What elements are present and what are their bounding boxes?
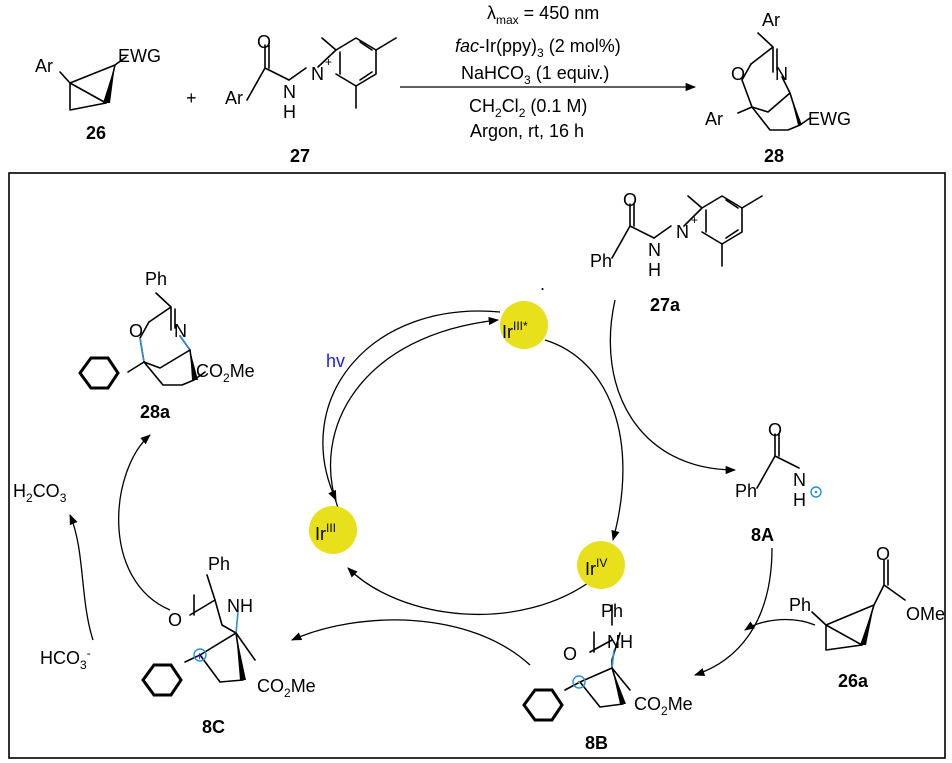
compound-28: Ar O N Ar EWG 28	[705, 10, 851, 166]
compound-26a: Ph O OMe 26a	[789, 544, 945, 691]
ewg-label-28: EWG	[808, 109, 851, 129]
reaction-conditions: λmax = 450 nm fac-Ir(ppy)3 (2 mol%) NaHC…	[400, 3, 697, 141]
radical-dot-8A	[814, 490, 818, 494]
co2me-label-8B: CO2Me	[634, 694, 693, 718]
ir3-circle	[309, 506, 357, 554]
ph-label-8B: Ph	[601, 601, 623, 621]
h2co3-label: H2CO3	[13, 481, 67, 505]
o-label-26a: O	[876, 544, 890, 564]
n-label-8A: N	[793, 470, 806, 490]
compound-26a-label: 26a	[838, 671, 869, 691]
n-label-27a: N	[648, 240, 661, 260]
ir3-star-label: IrIII*	[502, 319, 528, 342]
compound-8B: Ph O NH CO2Me 8B	[522, 601, 693, 753]
compound-8B-label: 8B	[585, 733, 608, 753]
condition-atmosphere: Argon, rt, 16 h	[470, 121, 584, 141]
cation-charge-8C: +	[196, 649, 203, 663]
o-label-8A: O	[768, 420, 782, 440]
cycle-arc-outer	[322, 310, 501, 501]
compound-27a-label: 27a	[650, 295, 681, 315]
arrow-8A-to-8B	[694, 547, 773, 676]
ph-label-26a: Ph	[789, 595, 811, 615]
ir4-node: IrIV	[577, 541, 625, 589]
ph-label-8C: Ph	[208, 554, 230, 574]
o-label-8C: O	[168, 610, 182, 630]
condition-solvent: CH2Cl2 (0.1 M)	[469, 96, 587, 120]
o-label-27a: O	[623, 190, 637, 210]
n-label-28a: N	[174, 321, 187, 341]
n-label-27: N	[283, 82, 296, 102]
hco3-label: HCO3-	[40, 646, 91, 672]
compound-8A: Ph O N H 8A	[735, 420, 822, 545]
co2me-label-8C: CO2Me	[257, 676, 316, 700]
catalytic-cycle: hv .	[322, 274, 624, 615]
ir3-label: IrIII	[315, 521, 336, 544]
ir4-circle	[577, 541, 625, 589]
n-label-28: N	[775, 64, 788, 84]
cycle-arc-hv-excitation	[329, 316, 500, 509]
compound-26-label: 26	[86, 123, 106, 143]
cation-orbital-8C	[193, 648, 207, 662]
arrow-8B-to-8C	[291, 619, 531, 666]
co2me-label-28a: CO2Me	[196, 361, 255, 385]
compound-28a-label: 28a	[140, 402, 171, 422]
nplus-label-27: N	[311, 64, 324, 84]
ar-label: Ar	[35, 56, 53, 76]
ewg-label: EWG	[118, 46, 161, 66]
radical-orbital-8B	[572, 675, 586, 689]
arrow-27a-to-8A	[609, 299, 737, 475]
hv-label: hv	[326, 351, 345, 371]
cycle-frame	[8, 172, 946, 759]
plus-sign: +	[186, 88, 197, 108]
compound-27: Ar O N H N + 27	[225, 32, 397, 166]
h-label-8A: H	[793, 490, 806, 510]
ph-label-28a: Ph	[145, 269, 167, 289]
ome-label-26a: OMe	[906, 604, 945, 624]
condition-catalyst: fac-Ir(ppy)3 (2 mol%)	[455, 36, 621, 60]
radical-dot-8B	[577, 680, 581, 684]
compound-27a: Ph O N H N + 27a	[590, 190, 763, 315]
ph-label-27a: Ph	[590, 251, 612, 271]
condition-wavelength: λmax = 450 nm	[487, 3, 599, 27]
o-label-8B: O	[563, 644, 577, 664]
compound-28a: Ph O N CO2Me 28a	[78, 269, 255, 422]
ir3-star-node: IrIII*	[500, 301, 548, 349]
compound-28-label: 28	[764, 146, 784, 166]
arrow-26a-addition	[744, 618, 816, 631]
h-label-27: H	[283, 102, 296, 122]
ar-label-27: Ar	[225, 88, 243, 108]
ir3-node: IrIII	[309, 506, 357, 554]
ar-label-28-side: Ar	[705, 109, 723, 129]
nplus-label-27a: N	[676, 222, 689, 242]
ar-label-28-top: Ar	[762, 10, 780, 30]
compound-8C-label: 8C	[202, 717, 225, 737]
compound-8C: + Ph O NH CO2Me 8C	[141, 554, 316, 737]
h-label-27a: H	[648, 260, 661, 280]
nh-label-8B: NH	[607, 632, 633, 652]
o-label-27: O	[257, 32, 271, 52]
radical-orbital-8A	[810, 486, 822, 498]
condition-base: NaHCO3 (1 equiv.)	[461, 63, 609, 87]
plus-charge-27: +	[325, 55, 332, 69]
compound-26: Ar EWG 26	[35, 46, 161, 143]
o-label-28: O	[731, 64, 745, 84]
radical-dot: .	[540, 274, 545, 294]
plus-charge-27a: +	[691, 213, 698, 227]
cycle-arc-ir3star-to-ir4	[544, 339, 624, 542]
ir4-label: IrIV	[585, 556, 607, 579]
nh-label-8C: NH	[227, 596, 253, 616]
o-label-28a: O	[129, 321, 143, 341]
compound-8A-label: 8A	[751, 525, 774, 545]
arrow-8C-to-28a	[118, 434, 171, 611]
arrow-hco3-to-h2co3	[69, 514, 94, 641]
ph-label-8A: Ph	[735, 481, 757, 501]
cycle-arc-ir4-to-ir3	[347, 567, 596, 615]
compound-27-label: 27	[290, 146, 310, 166]
ir3-star-circle	[500, 301, 548, 349]
